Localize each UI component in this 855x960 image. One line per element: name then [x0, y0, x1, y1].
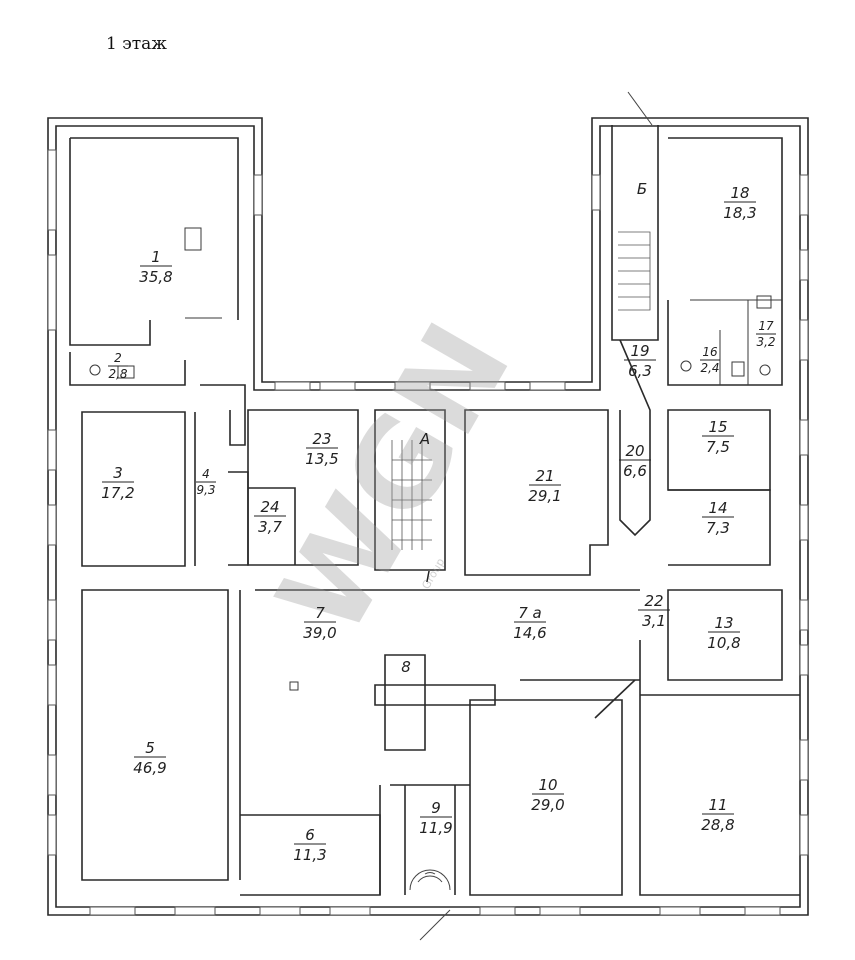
- room-area: 35,8: [139, 268, 172, 286]
- room-number: 2: [114, 351, 122, 365]
- room-r14: 147,3: [702, 499, 734, 537]
- room-r9: 911,9: [419, 799, 452, 837]
- room-r5: 546,9: [133, 739, 166, 777]
- room-r15: 157,5: [702, 418, 734, 456]
- room-number: 1: [151, 248, 161, 266]
- room-area: 10,8: [707, 634, 740, 652]
- room-area: 28,8: [701, 816, 734, 834]
- room-r13: 13 10,8: [707, 614, 740, 652]
- room-r16: 162,4: [700, 345, 720, 375]
- room-area: 3,7: [258, 518, 282, 536]
- watermark-text: WGN: [252, 302, 538, 658]
- room-r3: 317,2: [101, 464, 134, 502]
- room-r8: 8: [401, 658, 411, 676]
- room-r20: 206,6: [619, 442, 651, 480]
- room-r7a: 7 а 14,6: [513, 604, 546, 642]
- room-area: 6,6: [623, 462, 647, 480]
- room-r11: 11 28,8: [701, 796, 734, 834]
- room-r4: 49,3: [196, 467, 216, 497]
- watermark-logo: WGN: [252, 302, 538, 658]
- room-area: 39,0: [303, 624, 336, 642]
- room-number: 3: [113, 464, 123, 482]
- room-r22: 223,1: [638, 592, 670, 630]
- room-number: 16: [702, 345, 718, 359]
- room-r17: 173,2: [756, 319, 776, 349]
- room-number: 4: [202, 467, 210, 481]
- interior-walls: [69, 125, 800, 896]
- room-r1: 135,8: [139, 248, 172, 286]
- room-r10: 10 29,0: [531, 776, 564, 814]
- room-number: 23: [312, 430, 331, 448]
- room-area: 11,9: [419, 819, 452, 837]
- floor-title: 1 этаж: [106, 34, 167, 54]
- room-area: 29,0: [531, 796, 564, 814]
- room-area: 2,4: [700, 361, 719, 375]
- stair-i-label: I: [426, 568, 431, 586]
- room-number: 15: [708, 418, 727, 436]
- room-r6: 611,3: [293, 826, 326, 864]
- room-area: 13,5: [305, 450, 338, 468]
- room-number: 19: [630, 342, 649, 360]
- room-r2: 22,8: [108, 351, 128, 381]
- room-number: 7 а: [518, 604, 542, 622]
- stair-a-label: А: [419, 430, 430, 448]
- room-r18: 18 18,3: [723, 184, 756, 222]
- stair-b-label: Б: [637, 180, 647, 198]
- room-area: 29,1: [528, 487, 561, 505]
- room-r19: 196,3: [624, 342, 656, 380]
- room-number: 21: [535, 467, 554, 485]
- room-r23: 23 13,5: [305, 430, 338, 468]
- room-number: 22: [644, 592, 663, 610]
- room-number: 24: [260, 498, 279, 516]
- room-area: 3,2: [756, 335, 775, 349]
- room-r24: 243,7: [254, 498, 286, 536]
- room-number: 13: [714, 614, 733, 632]
- room-number: 20: [625, 442, 644, 460]
- room-number: 18: [730, 184, 749, 202]
- windows: [47, 149, 809, 916]
- room-number: 8: [401, 658, 411, 676]
- entrances: [419, 91, 653, 941]
- room-area: 14,6: [513, 624, 546, 642]
- room-r21: 21 29,1: [528, 467, 561, 505]
- room-area: 2,8: [108, 367, 127, 381]
- room-number: 6: [305, 826, 315, 844]
- room-number: 9: [431, 799, 441, 817]
- room-area: 18,3: [723, 204, 756, 222]
- room-area: 7,3: [706, 519, 730, 537]
- room-area: 46,9: [133, 759, 166, 777]
- room-area: 11,3: [293, 846, 326, 864]
- room-number: 17: [758, 319, 774, 333]
- room-number: 5: [145, 739, 155, 757]
- room-area: 3,1: [642, 612, 666, 630]
- room-number: 11: [708, 796, 727, 814]
- room-number: 10: [538, 776, 557, 794]
- room-area: 9,3: [196, 483, 215, 497]
- room-number: 14: [708, 499, 727, 517]
- room-area: 6,3: [628, 362, 652, 380]
- room-area: 7,5: [706, 438, 730, 456]
- room-number: 7: [315, 604, 325, 622]
- room-area: 17,2: [101, 484, 134, 502]
- room-r7: 739,0: [303, 604, 336, 642]
